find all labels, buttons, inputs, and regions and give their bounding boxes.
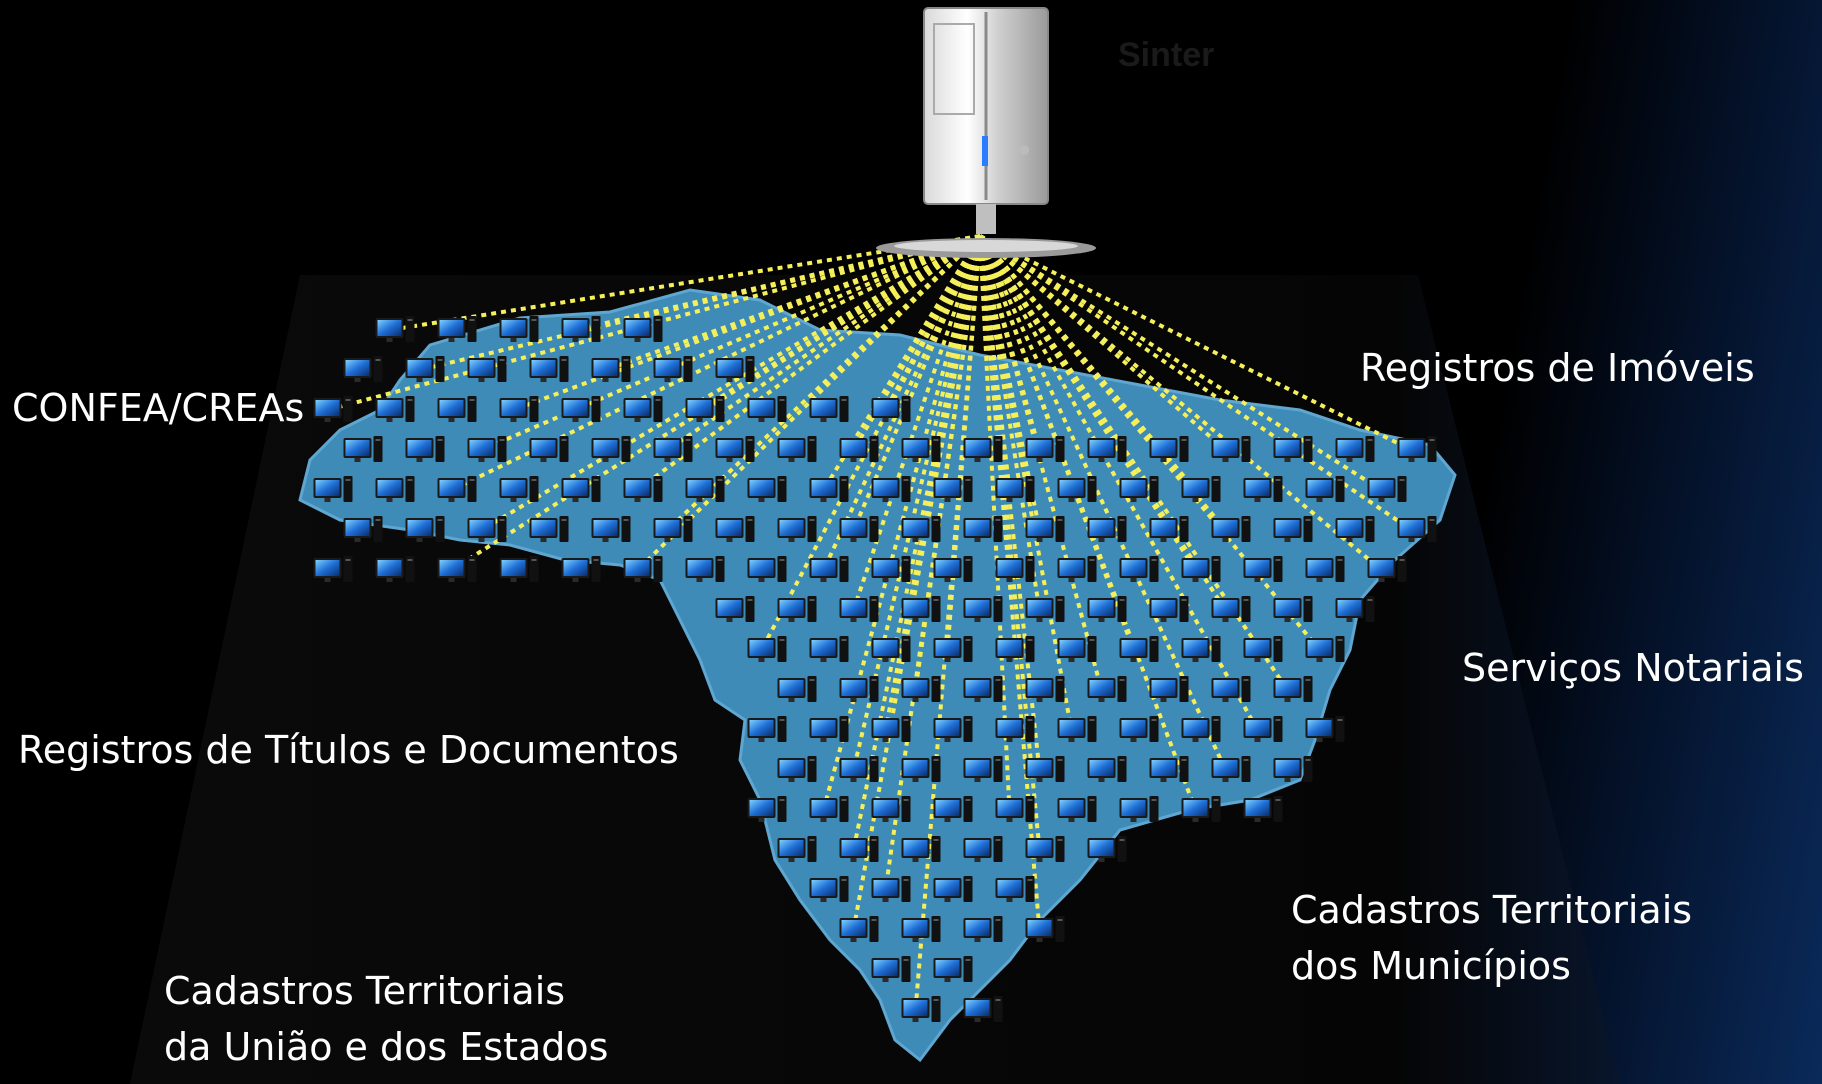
connection-line <box>883 235 982 891</box>
label-cadastros-municipios-line1: Cadastros Territoriais <box>1291 888 1693 932</box>
label-cadastros-uniao-line2: da União e dos Estados <box>164 1025 609 1069</box>
connection-line <box>851 235 982 931</box>
connection-line <box>978 235 1228 771</box>
connection-line <box>978 234 1383 572</box>
server-label: Sinter <box>1118 36 1215 74</box>
connection-line <box>978 234 1290 692</box>
label-registros-titulos: Registros de Títulos e Documentos <box>18 728 679 772</box>
connection-line <box>851 235 982 851</box>
connection-line <box>604 234 981 372</box>
label-confea: CONFEA/CREAs <box>12 386 305 430</box>
label-cadastros-municipios: Cadastros Territoriais dos Municípios <box>1291 882 1692 994</box>
label-servicos-notariais: Serviços Notariais <box>1462 646 1804 690</box>
connection-line <box>978 235 1260 731</box>
server-tower-icon <box>876 7 1096 258</box>
connection-line <box>512 234 981 412</box>
connection-line <box>666 234 982 452</box>
connection-line <box>851 235 982 771</box>
label-cadastros-uniao: Cadastros Territoriais da União e dos Es… <box>164 963 608 1075</box>
connection-line <box>978 235 1198 811</box>
label-cadastros-municipios-line2: dos Municípios <box>1291 944 1571 988</box>
connection-line <box>978 234 1198 572</box>
label-cadastros-uniao-line1: Cadastros Territoriais <box>164 969 566 1013</box>
connection-line <box>419 234 981 372</box>
connection-lines <box>326 234 1413 1011</box>
connection-line <box>978 234 1413 532</box>
connection-line <box>979 234 1413 452</box>
connection-line <box>978 235 1104 691</box>
label-registros-imoveis: Registros de Imóveis <box>1360 346 1755 390</box>
connection-line <box>636 234 982 492</box>
